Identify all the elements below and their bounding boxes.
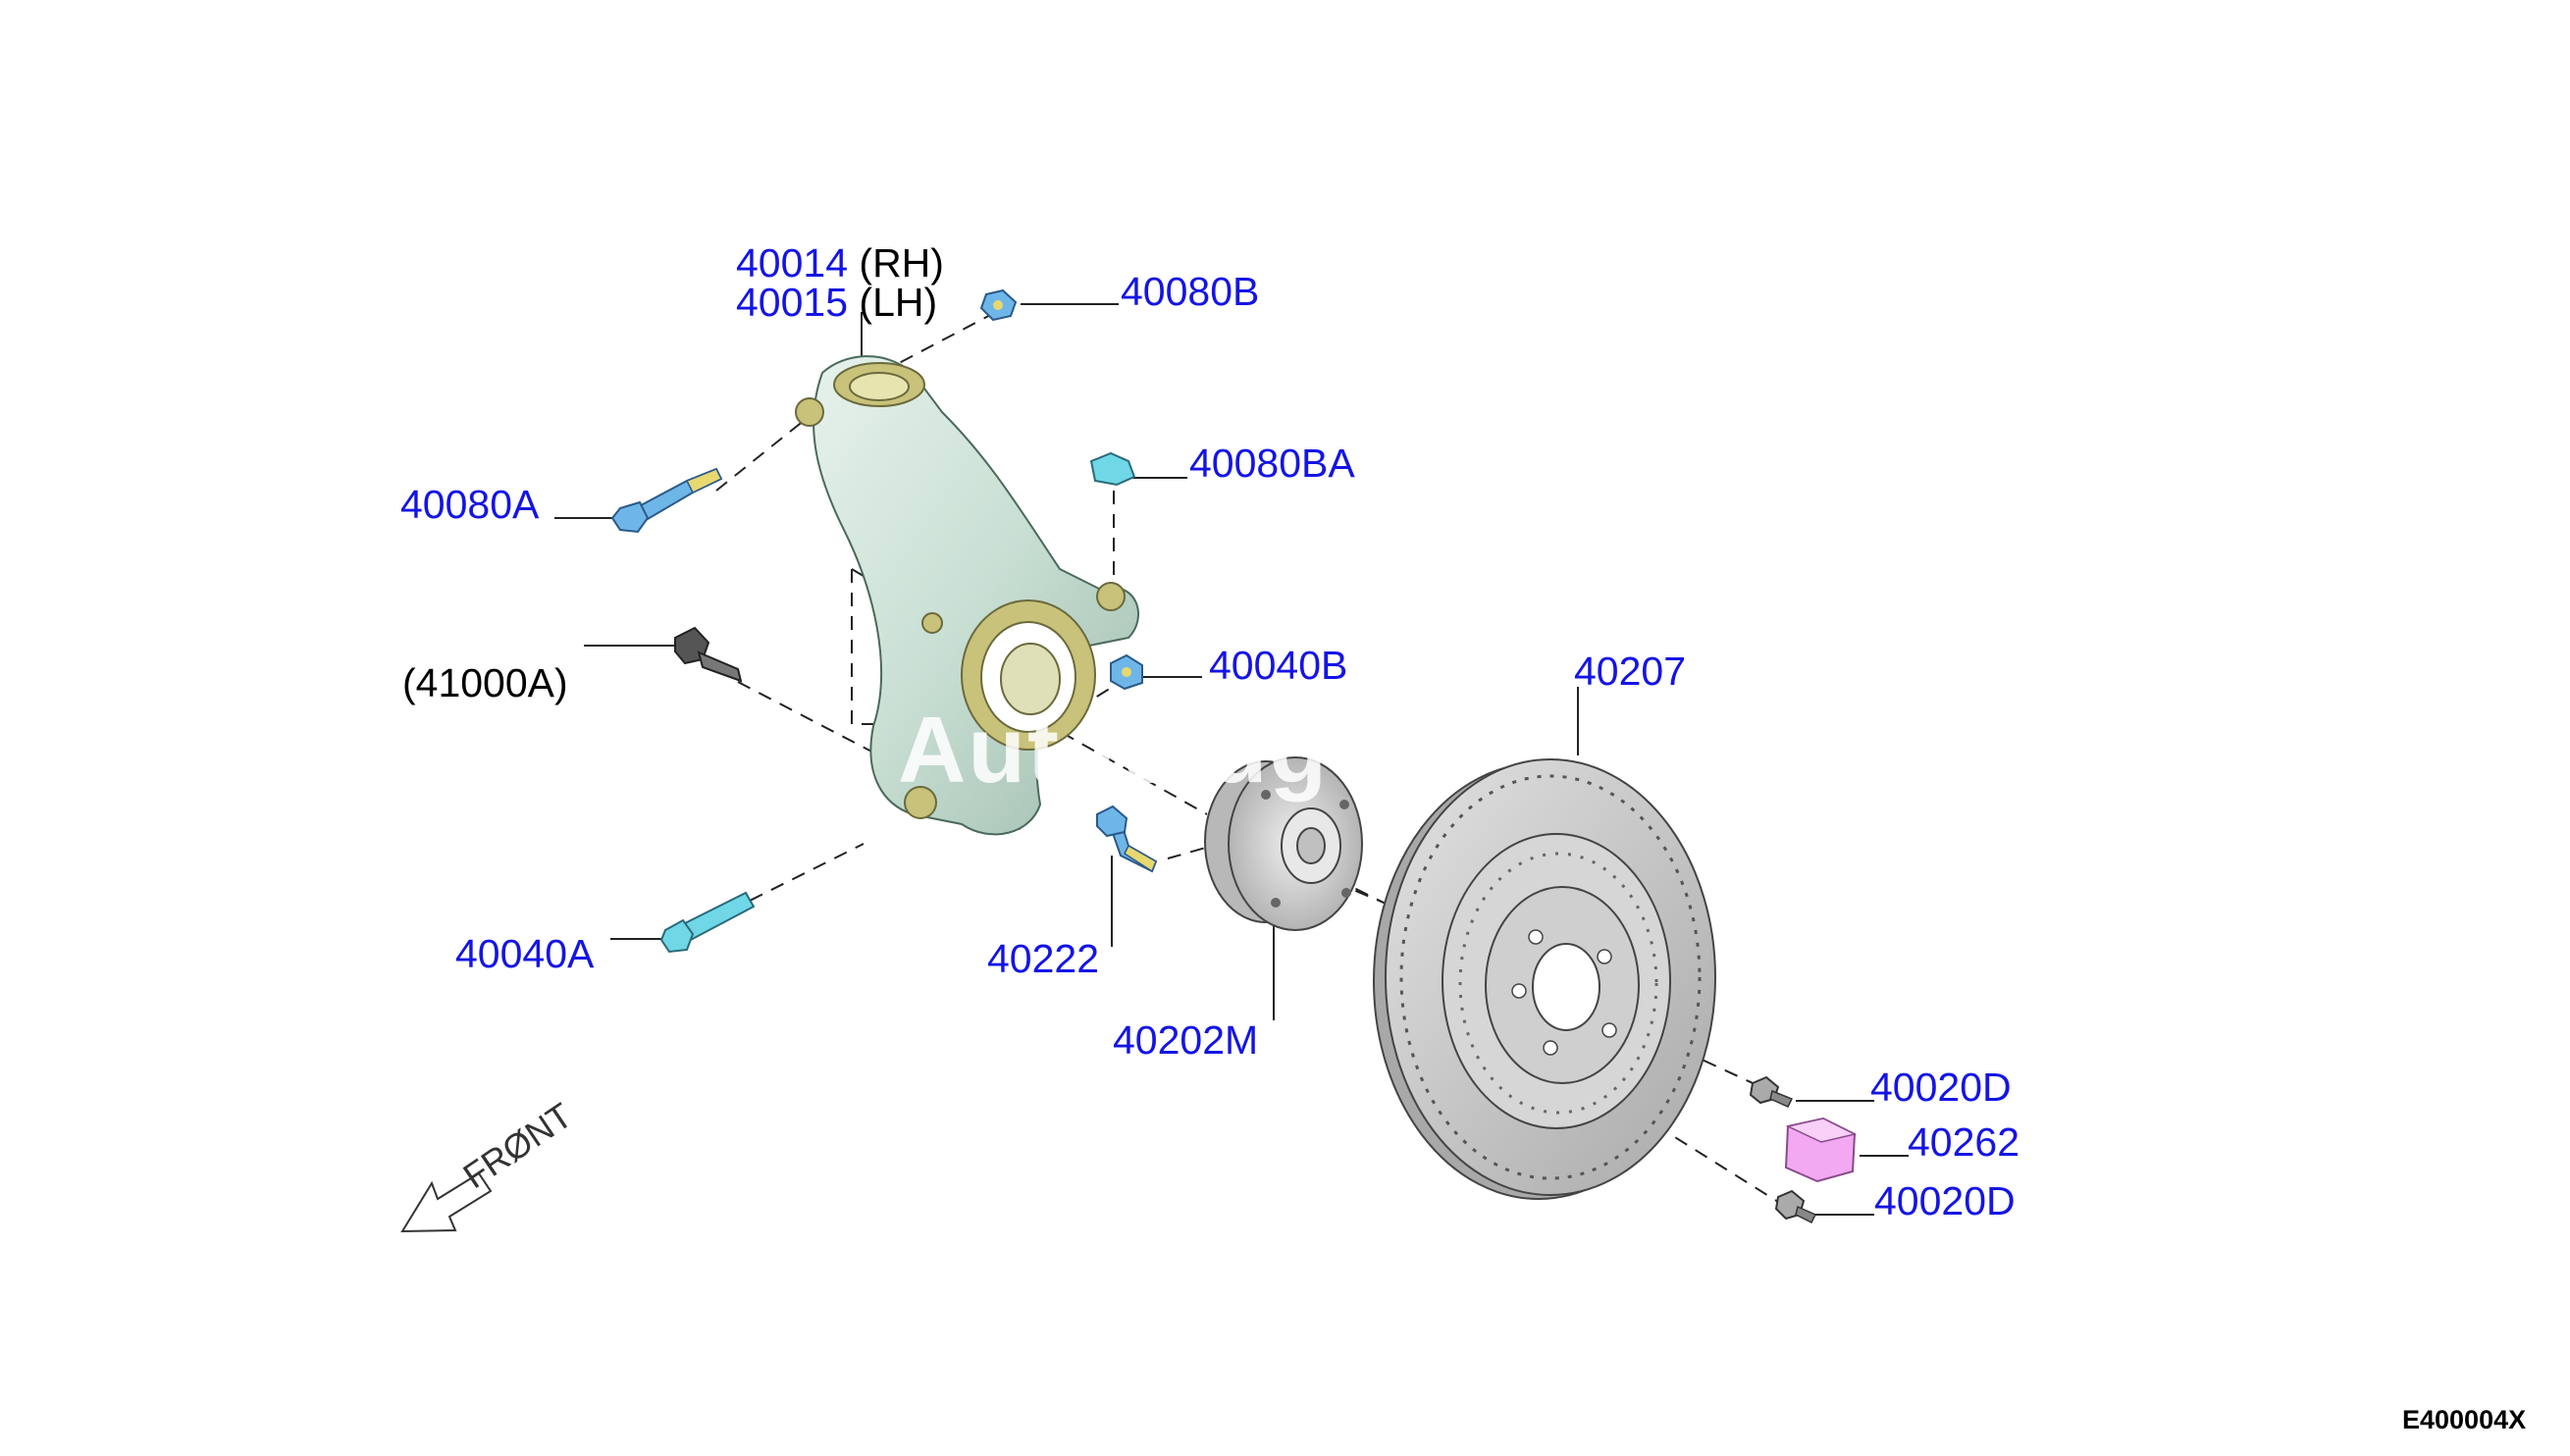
callout-40020d-top: 40020D [1870,1065,2012,1110]
callout-40080a: 40080A [400,482,540,527]
nut-40080b [979,288,1018,322]
callout-40040a: 40040A [455,931,595,976]
nut-40080ba [1089,451,1136,487]
brake-rotor-40207 [1373,758,1716,1200]
nut-40262 [1784,1117,1858,1183]
callout-40020d-bottom: 40020D [1874,1178,2016,1223]
callout-40222: 40222 [987,936,1100,981]
bolt-40222 [1096,805,1158,873]
screw-40020d-bottom [1774,1189,1817,1224]
bolt-40080a [610,467,723,534]
watermark: Aut to ug [898,698,1330,803]
callout-40207: 40207 [1574,649,1687,694]
callout-41000a: (41000A) [402,660,568,705]
bolt-40040a [659,891,756,954]
wheel-hub-40202m [1204,756,1363,931]
callout-40015-suffix: (LH) [859,280,938,325]
callout-40080b: 40080B [1121,269,1260,314]
front-arrow-icon [400,1171,493,1233]
callout-40202m: 40202M [1113,1017,1259,1063]
callout-40040b: 40040B [1209,643,1348,688]
callout-40080ba: 40080BA [1189,441,1355,486]
steering-knuckle [795,355,1139,836]
callout-40014: 40014 (RH) [736,240,944,286]
callout-40015: 40015 (LH) [736,280,938,325]
callout-40262: 40262 [1908,1119,2020,1165]
bolt-41000a [674,626,743,683]
nut-40040b [1110,653,1143,691]
figure-code: E400004X [2402,1405,2527,1434]
callout-40014-suffix: (RH) [859,240,944,286]
screw-40020d-top [1749,1075,1794,1108]
